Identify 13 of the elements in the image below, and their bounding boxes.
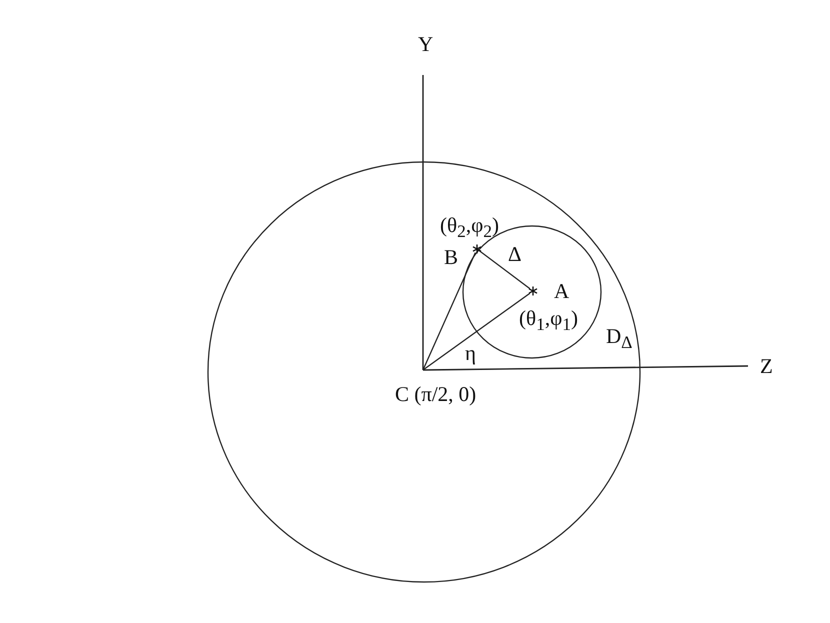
point-name: B [444,246,458,268]
connecting-line [422,252,476,370]
region-label: D$_{Δ}$ [606,325,632,354]
connecting-line [476,248,530,290]
edge-label: Δ [508,243,522,265]
axis-label: Y [418,33,434,55]
point-name: (θ$_{2}$,φ$_{2}$) [440,214,499,242]
point-name: (θ$_{1}$,φ$_{1}$) [519,307,578,336]
angle-label: η [465,342,476,364]
axis-label: Z [760,355,773,377]
connecting-line [422,292,530,370]
point-name: A [554,280,570,302]
point-name: C (π/2, 0) [395,383,476,405]
